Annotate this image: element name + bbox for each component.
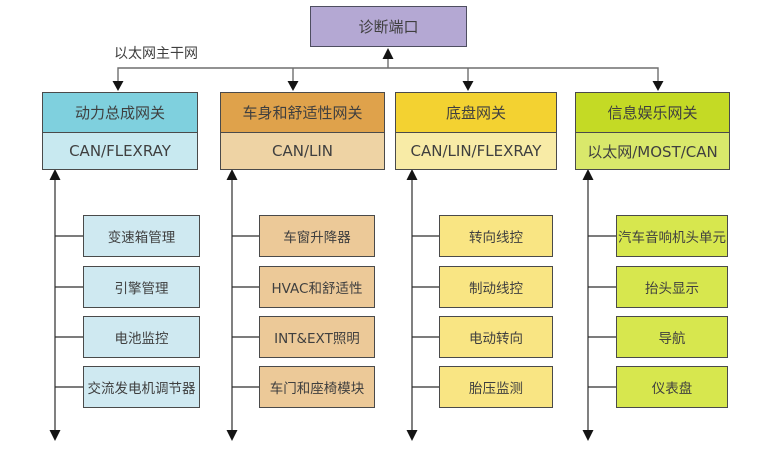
gateway-title: 动力总成网关 <box>43 93 197 133</box>
infotainment-gateway-node: 信息娱乐网关 以太网/MOST/CAN <box>575 92 730 170</box>
body-comfort-gateway-node: 车身和舒适性网关 CAN/LIN <box>220 92 385 170</box>
bus-column-4 <box>582 169 616 441</box>
ecu-node: 车窗升降器 <box>259 215 375 257</box>
gateway-title: 底盘网关 <box>396 93 556 133</box>
chassis-gateway-node: 底盘网关 CAN/LIN/FLEXRAY <box>395 92 557 170</box>
bus-column-2 <box>226 169 259 441</box>
ecu-node: 变速箱管理 <box>83 215 200 257</box>
diagnostic-port-connector <box>382 48 394 68</box>
ecu-node: 车门和座椅模块 <box>259 366 375 408</box>
ecu-node: 汽车音响机头单元 <box>616 215 728 257</box>
gateway-protocol: CAN/LIN/FLEXRAY <box>396 133 556 169</box>
bus-column-3 <box>406 169 439 441</box>
diagnostic-port-node: 诊断端口 <box>310 6 467 47</box>
ecu-node: 电动转向 <box>439 316 553 358</box>
ecu-node: 引擎管理 <box>83 266 200 308</box>
ecu-node: 制动线控 <box>439 266 553 308</box>
ecu-node: 电池监控 <box>83 316 200 358</box>
ecu-node: 交流发电机调节器 <box>83 366 200 408</box>
gateway-title: 信息娱乐网关 <box>576 93 729 133</box>
ecu-node: 导航 <box>616 316 728 358</box>
gateway-protocol: CAN/FLEXRAY <box>43 133 197 169</box>
ecu-node: HVAC和舒适性 <box>259 266 375 308</box>
bus-column-1 <box>49 169 83 441</box>
ecu-node: 胎压监测 <box>439 366 553 408</box>
gateway-protocol: 以太网/MOST/CAN <box>576 133 729 169</box>
ethernet-backbone-label: 以太网主干网 <box>114 46 198 62</box>
gateway-protocol: CAN/LIN <box>221 133 384 169</box>
backbone-line <box>112 67 664 91</box>
powertrain-gateway-node: 动力总成网关 CAN/FLEXRAY <box>42 92 198 170</box>
ecu-node: 仪表盘 <box>616 366 728 408</box>
gateway-title: 车身和舒适性网关 <box>221 93 384 133</box>
ecu-node: 转向线控 <box>439 215 553 257</box>
ecu-node: 抬头显示 <box>616 266 728 308</box>
ecu-node: INT&EXT照明 <box>259 316 375 358</box>
